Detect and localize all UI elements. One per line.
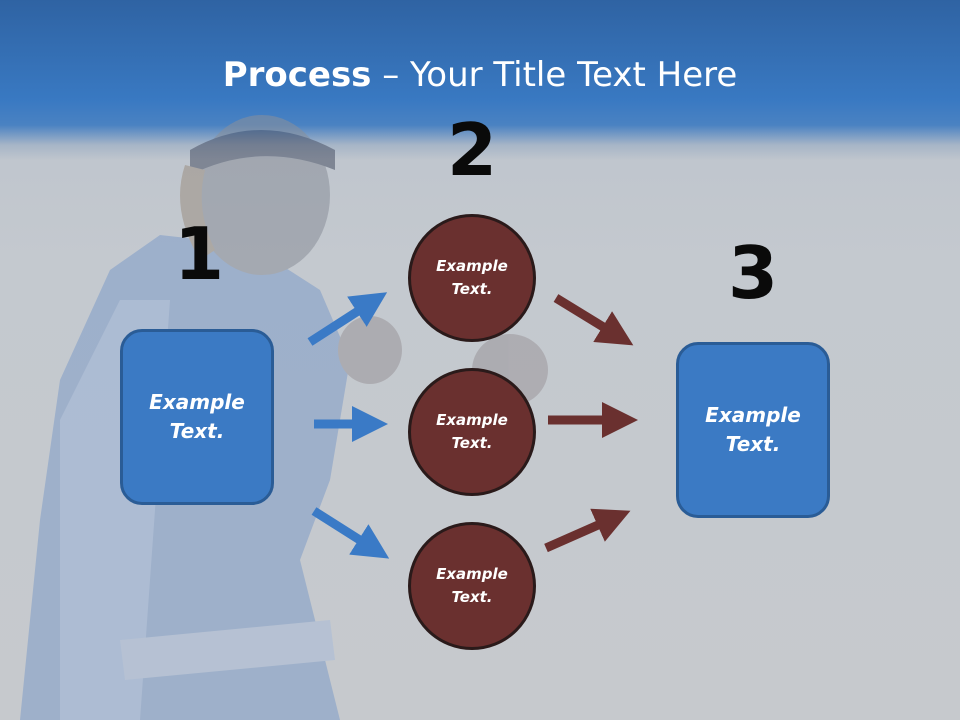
circle-top-line1: Example (436, 257, 508, 275)
circle-middle-line1: Example (436, 411, 508, 429)
circle-middle: Example Text. (408, 368, 536, 496)
right-box: Example Text. (676, 342, 830, 518)
slide-title: Process – Your Title Text Here (0, 54, 960, 96)
right-box-line1: Example (705, 403, 801, 427)
title-bold: Process (222, 55, 372, 95)
title-rest: – Your Title Text Here (371, 55, 738, 95)
arrow-brown-up (544, 508, 631, 553)
left-box-line2: Text. (169, 419, 225, 443)
circle-bottom: Example Text. (408, 522, 536, 650)
step-number-1: 1 (173, 212, 225, 296)
circle-middle-line2: Text. (451, 434, 493, 452)
arrow-blue-up (307, 292, 388, 346)
left-box: Example Text. (120, 329, 274, 505)
circle-top: Example Text. (408, 214, 536, 342)
arrow-brown-down (553, 294, 634, 346)
title-banner (0, 0, 960, 160)
circle-bottom-line1: Example (436, 565, 508, 583)
step-number-2: 2 (446, 108, 498, 192)
arrow-blue-down (311, 507, 390, 559)
step-number-3: 3 (727, 231, 779, 315)
circle-top-line2: Text. (451, 280, 493, 298)
circle-bottom-line2: Text. (451, 588, 493, 606)
right-box-line2: Text. (725, 432, 781, 456)
left-box-line1: Example (149, 390, 245, 414)
